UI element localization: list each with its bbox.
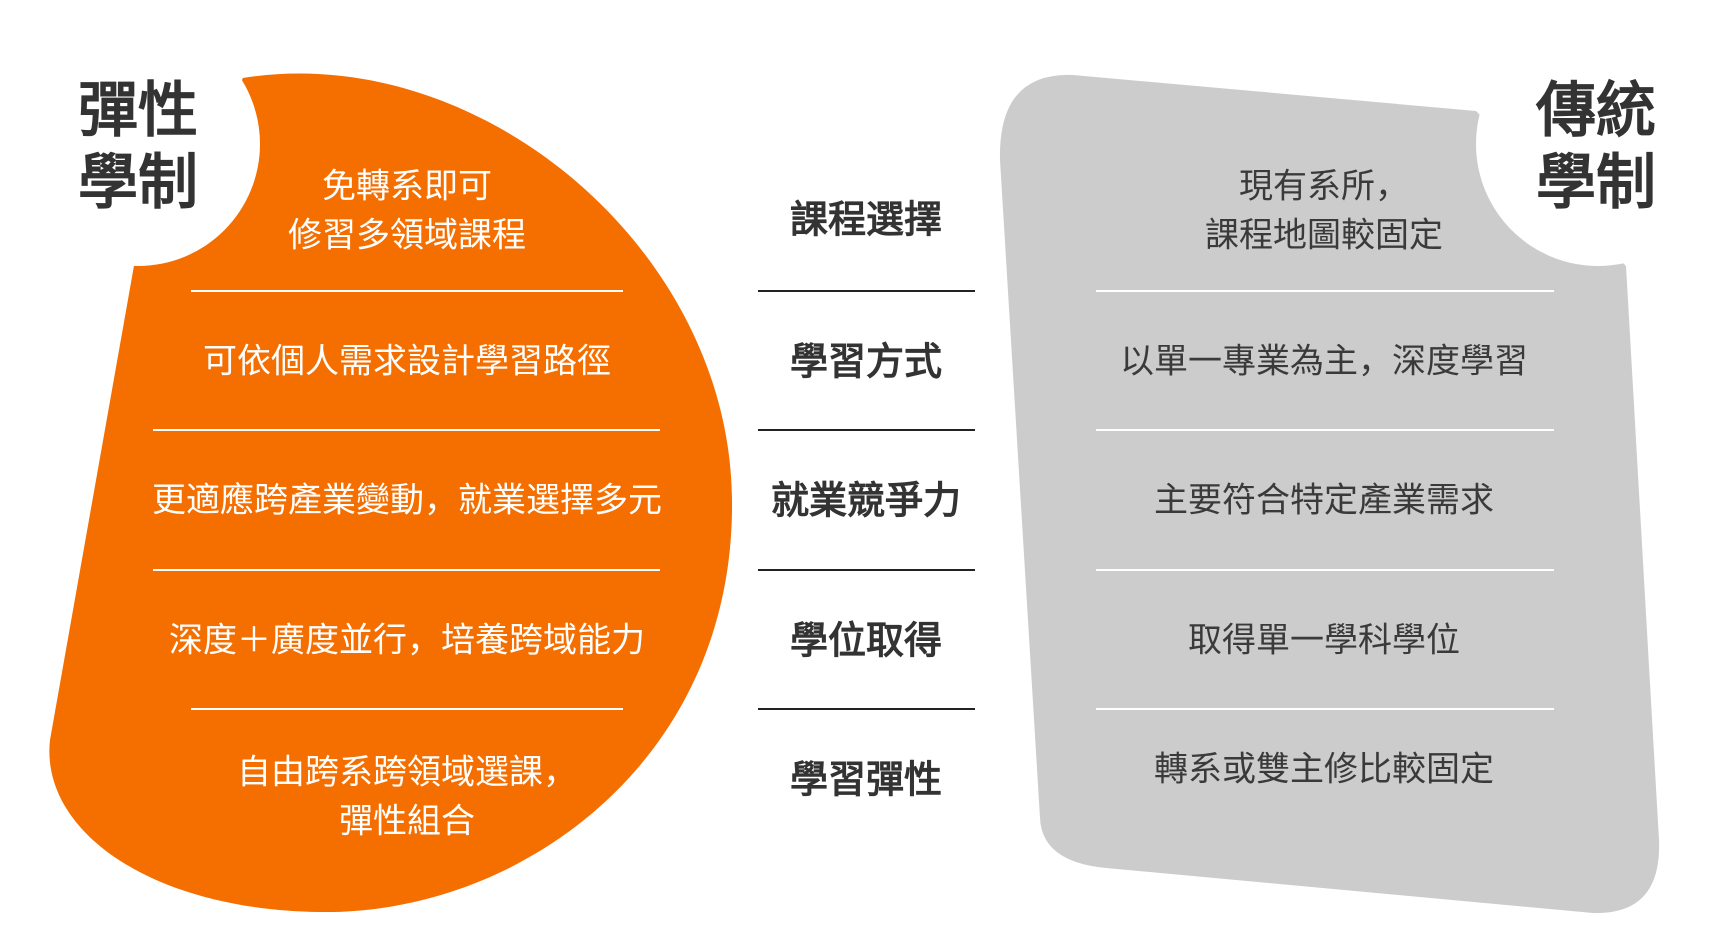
category-course-selection: 課程選擇 bbox=[789, 197, 943, 242]
flexible-row-2: 可依個人需求設計學習路徑 bbox=[203, 341, 611, 382]
traditional-row-5: 轉系或雙主修比較固定 bbox=[1154, 749, 1494, 790]
divider bbox=[758, 429, 975, 431]
flexible-blob bbox=[49, 73, 733, 913]
row-text: 現有系所， bbox=[1239, 166, 1409, 207]
flexible-title-line1: 彈性 bbox=[78, 76, 198, 146]
traditional-bite bbox=[1476, 22, 1720, 266]
category-learning-method: 學習方式 bbox=[789, 339, 943, 384]
row-text: 修習多領域課程 bbox=[288, 216, 526, 256]
traditional-row-2: 以單一專業為主，深度學習 bbox=[1120, 341, 1528, 382]
divider bbox=[1096, 569, 1554, 571]
divider bbox=[153, 429, 660, 431]
divider bbox=[1096, 708, 1554, 710]
flexible-row-5: 自由跨系跨領域選課， 彈性組合 bbox=[237, 749, 577, 848]
flexible-row-3: 更適應跨產業變動，就業選擇多元 bbox=[152, 480, 662, 521]
flexible-bite bbox=[16, 22, 260, 266]
row-text: 課程地圖較固定 bbox=[1205, 216, 1443, 256]
traditional-row-4: 取得單一學科學位 bbox=[1188, 620, 1460, 661]
traditional-title-line2: 學制 bbox=[1536, 148, 1656, 218]
divider bbox=[758, 708, 975, 710]
traditional-row-3: 主要符合特定產業需求 bbox=[1154, 480, 1494, 521]
divider bbox=[1096, 429, 1554, 431]
divider bbox=[758, 290, 975, 292]
traditional-title-line1: 傳統 bbox=[1536, 76, 1656, 146]
traditional-title: 傳統 學制 bbox=[1536, 75, 1656, 219]
category-employability: 就業競爭力 bbox=[770, 478, 962, 523]
divider bbox=[1096, 290, 1554, 292]
flexible-title-line2: 學制 bbox=[78, 148, 198, 218]
flexible-row-4: 深度＋廣度並行，培養跨域能力 bbox=[169, 620, 645, 661]
traditional-row-1: 現有系所， 課程地圖較固定 bbox=[1205, 163, 1443, 262]
divider bbox=[758, 569, 975, 571]
row-text: 自由跨系跨領域選課， bbox=[237, 752, 577, 793]
flexible-row-1: 免轉系即可 修習多領域課程 bbox=[288, 163, 526, 262]
divider bbox=[153, 569, 660, 571]
divider bbox=[191, 708, 623, 710]
row-text: 彈性組合 bbox=[339, 802, 475, 842]
row-text: 免轉系即可 bbox=[322, 166, 492, 207]
category-flexibility: 學習彈性 bbox=[789, 757, 943, 802]
traditional-blob bbox=[999, 74, 1660, 914]
category-degree: 學位取得 bbox=[789, 618, 943, 663]
flexible-title: 彈性 學制 bbox=[78, 75, 198, 219]
divider bbox=[191, 290, 623, 292]
